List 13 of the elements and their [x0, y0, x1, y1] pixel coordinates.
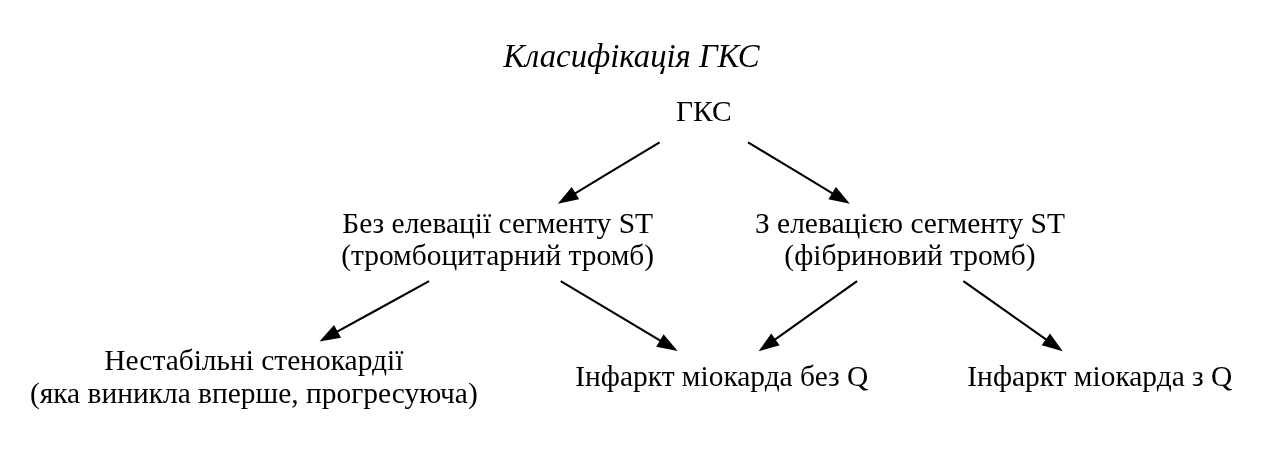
diagram-title: Класифікація ГКС — [503, 37, 760, 74]
node-text: ГКС — [676, 95, 732, 128]
arrow — [319, 280, 430, 342]
arrow — [557, 141, 661, 204]
node-text: Без елевації сегменту ST (тромбоцитарний тромб) — [341, 206, 655, 272]
arrow — [758, 280, 858, 352]
arrow — [747, 141, 850, 204]
arrow — [560, 280, 678, 352]
node-text: З елевацією сегменту ST (фібриновий тромб) — [755, 206, 1065, 272]
node-text: Інфаркт міокарда з Q — [967, 360, 1233, 393]
node-text: Інфаркт міокарда без Q — [575, 360, 869, 393]
node-text: Нестабільні стенокардії (яка виникла вперше, прогресуюча) — [29, 344, 478, 409]
arrow — [962, 280, 1063, 352]
